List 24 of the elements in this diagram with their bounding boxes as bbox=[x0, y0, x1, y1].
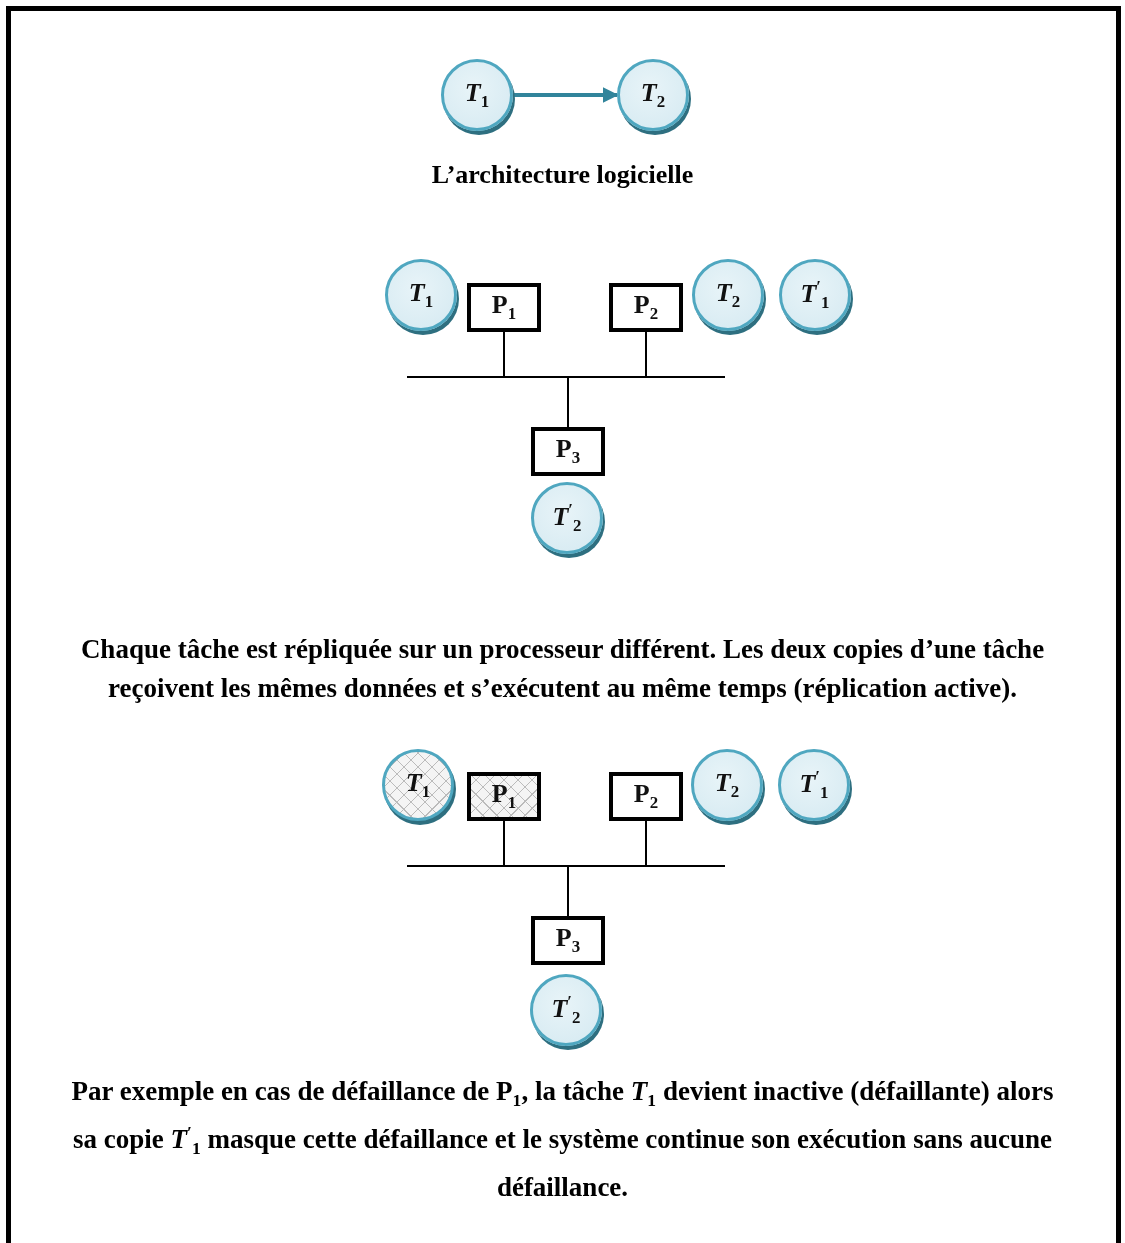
processor-box: P$_{3}$ bbox=[531, 427, 605, 476]
processor-box: P$_{2}$ bbox=[609, 283, 683, 332]
description-text: Par exemple en cas de défaillance de P$_{1}$, la tâche T$_{1}$ devient inactive (défaillante) alors sa copie T$^{′}$$_{1}$ masque cette défaillance et le système continue son exécution sans aucune défaillance. bbox=[70, 1075, 1055, 1205]
task-circle: T$_{1}$ bbox=[385, 259, 457, 331]
task-circle: T$_{2}$ bbox=[692, 259, 764, 331]
connector-line bbox=[645, 820, 647, 866]
arrow bbox=[513, 87, 619, 103]
connector-line bbox=[645, 331, 647, 377]
description-text: Chaque tâche est répliquée sur un processeur différent. Les deux copies d’une tâche reçoivent les mêmes données et s’exécutent au même temps (réplication active). bbox=[79, 633, 1046, 706]
failed-task-circle: T$_{1}$ bbox=[382, 749, 454, 821]
processor-box: P$_{2}$ bbox=[609, 772, 683, 821]
connector-line bbox=[567, 377, 569, 428]
task-circle: T$_{1}$ bbox=[441, 59, 513, 131]
processor-box: P$_{3}$ bbox=[531, 916, 605, 965]
diagram-caption: L’architecture logicielle bbox=[430, 159, 695, 191]
task-circle: T$_{2}$ bbox=[617, 59, 689, 131]
processor-box: P$_{1}$ bbox=[467, 283, 541, 332]
connector-line bbox=[503, 820, 505, 866]
failed-processor-box: P$_{1}$ bbox=[467, 772, 541, 821]
connector-line bbox=[567, 866, 569, 917]
bus-line bbox=[407, 376, 725, 378]
task-circle: T$_{2}$ bbox=[691, 749, 763, 821]
connector-line bbox=[503, 331, 505, 377]
bus-line bbox=[407, 865, 725, 867]
